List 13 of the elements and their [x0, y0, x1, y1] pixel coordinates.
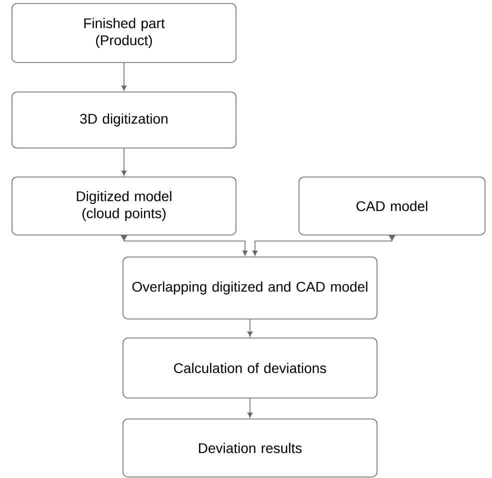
arrow	[120, 235, 248, 256]
process-box: Digitized model (cloud points)	[12, 176, 236, 236]
process-box: Finished part (Product)	[12, 3, 236, 63]
process-box: CAD model	[298, 176, 486, 236]
arrow	[247, 319, 253, 337]
process-box: Overlapping digitized and CAD model	[122, 256, 378, 320]
arrow	[252, 235, 396, 256]
arrow	[121, 62, 127, 91]
arrow	[121, 148, 127, 176]
arrow	[247, 398, 253, 418]
process-box: Calculation of deviations	[122, 338, 378, 398]
process-box: Deviation results	[122, 418, 378, 478]
process-box: 3D digitization	[12, 92, 236, 148]
